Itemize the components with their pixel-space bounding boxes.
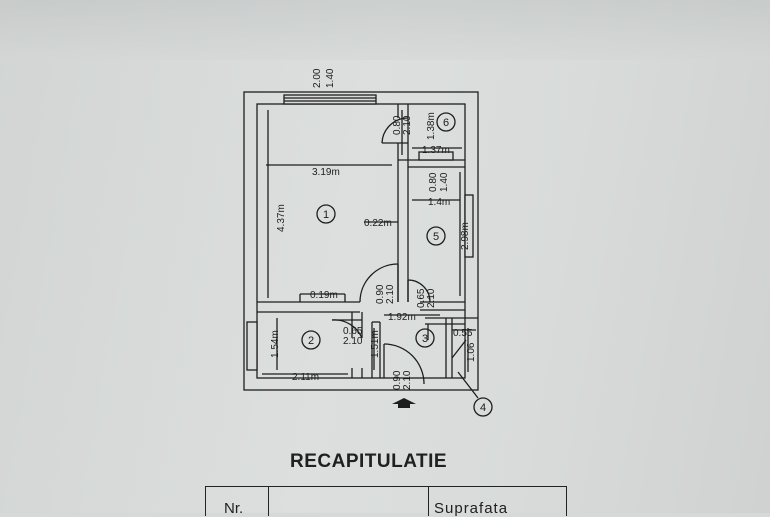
- room-number-6: 6: [443, 117, 449, 129]
- door-swing-room1: [359, 263, 399, 303]
- dim-room5-window-a: 0.80: [428, 172, 439, 192]
- window-room2: [246, 321, 258, 371]
- dim-room4-height: 1.06: [466, 342, 477, 362]
- room-number-4: 4: [480, 402, 486, 414]
- dim-room4-width: 0.55: [453, 328, 473, 339]
- table-header-nr: Nr.: [224, 500, 244, 517]
- door-swing-entry: [383, 343, 425, 385]
- recap-title: RECAPITULATIE: [290, 451, 448, 472]
- dim-room5-width: 1.4m: [428, 197, 450, 208]
- room-circle-2: [301, 330, 321, 350]
- dim-hall-depth: 1.51m: [370, 330, 381, 358]
- dim-door5-a: 0.65: [416, 288, 427, 308]
- dim-room6-width: 1.37m: [422, 145, 450, 156]
- dim-room2-height: 1.54m: [270, 330, 281, 358]
- dim-door2-a: 0.65: [343, 326, 363, 337]
- window-room6: [418, 151, 454, 161]
- recap-table: Nr. Suprafata: [205, 486, 567, 517]
- dim-recess: 0.19m: [310, 290, 338, 301]
- room-circle-3: [415, 328, 435, 348]
- table-divider-2: [428, 487, 429, 516]
- room-number-3: 3: [422, 333, 428, 345]
- dim-door1-a: 0.90: [375, 284, 386, 304]
- window-room1: [283, 94, 377, 105]
- paper-fold-shadow: [0, 0, 770, 60]
- dim-room5-window-b: 1.40: [439, 172, 450, 192]
- dim-room5-height: 2.98m: [460, 222, 471, 250]
- room-circle-4: [473, 397, 493, 417]
- dim-entry-door-b: 2.10: [402, 370, 413, 390]
- dim-door5-b: 2.10: [426, 288, 437, 308]
- room-circle-1: [316, 204, 336, 224]
- dim-room6-door-b: 2.10: [402, 115, 413, 135]
- outer-wall-outer: [243, 91, 479, 391]
- dim-room6-height: 1.38m: [426, 112, 437, 140]
- dim-room1-height: 4.37m: [276, 204, 287, 232]
- dim-room6-door-a: 0.80: [392, 115, 403, 135]
- dim-room2-width: 2.11m: [292, 372, 319, 383]
- room-circle-6: [436, 112, 456, 132]
- dim-hall-width: 1.92m: [388, 312, 416, 323]
- room-number-1: 1: [323, 209, 329, 221]
- room-circle-5: [426, 226, 446, 246]
- dim-top-window-a: 2.00: [312, 68, 323, 88]
- door-swing-room5: [407, 279, 431, 303]
- table-divider-1: [268, 487, 269, 516]
- dim-door1-b: 2.10: [385, 284, 396, 304]
- dim-room1-width: 3.19m: [312, 167, 340, 178]
- table-header-suprafata: Suprafata: [434, 500, 509, 517]
- room-number-5: 5: [433, 231, 439, 243]
- entry-arrow-icon: [392, 398, 416, 408]
- dim-door2-b: 2.10: [343, 336, 363, 347]
- dim-wall-gap: 0.22m: [364, 218, 392, 229]
- dim-entry-door-a: 0.90: [392, 370, 403, 390]
- door-swing-room6: [381, 117, 409, 144]
- dim-top-window-b: 1.40: [325, 68, 336, 88]
- room-number-2: 2: [308, 335, 314, 347]
- window-room5: [464, 194, 474, 258]
